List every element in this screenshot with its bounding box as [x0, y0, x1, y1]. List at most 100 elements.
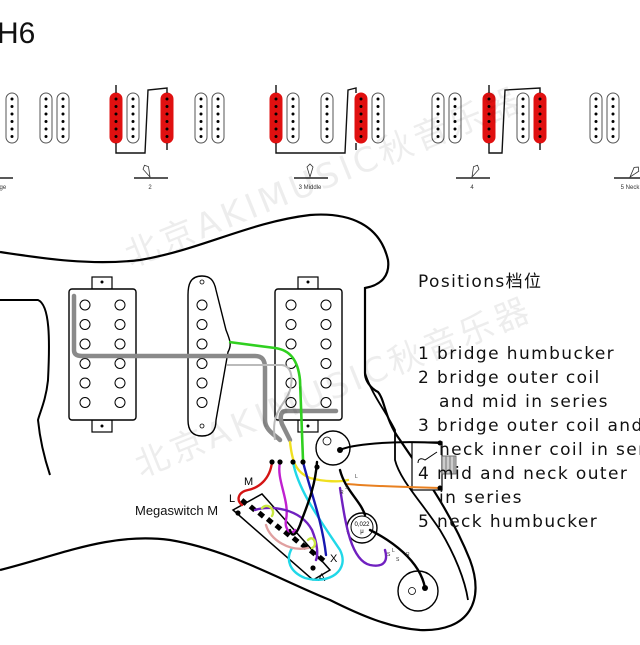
coil-pole: [325, 127, 329, 131]
coil-pole: [114, 127, 118, 131]
coil-pole: [165, 105, 169, 108]
coil-pole: [436, 105, 440, 108]
coil-pole: [376, 112, 380, 116]
coil-pole: [131, 105, 135, 108]
coil-pole: [291, 120, 295, 123]
position-label: 4: [470, 185, 474, 191]
legend-line: 5 neck humbucker: [418, 512, 599, 532]
wire-black-ground: [288, 460, 319, 536]
body-outline: [0, 213, 477, 632]
switch-terminal-m: M: [244, 476, 253, 488]
coil-pole: [359, 127, 363, 131]
coil-pole: [291, 135, 295, 138]
legend-line: 3 bridge outer coil and: [418, 416, 640, 436]
coil-pole: [10, 135, 14, 138]
neck-outer-coil: [56, 92, 70, 144]
legend-heading: Positions档位: [418, 272, 543, 292]
pole-piece: [285, 397, 297, 408]
coil-pole: [216, 112, 220, 116]
switch-lug: [257, 510, 266, 519]
coil-pole: [487, 112, 491, 116]
pole-piece: [114, 338, 126, 350]
bridge-inner-coil: [448, 92, 462, 144]
pole-piece: [196, 299, 208, 311]
wire-blue: [301, 460, 328, 557]
coil-pole: [274, 105, 278, 108]
vol-lug-l: L: [355, 474, 358, 480]
coil-pole: [199, 127, 203, 131]
bridge-outer-coil: [431, 92, 445, 144]
coil-pole: [10, 127, 14, 131]
coil-pole: [538, 112, 542, 116]
coil-pole: [114, 135, 118, 138]
megaswitch-label: Megaswitch M: [135, 503, 219, 518]
coil-pole: [376, 97, 380, 101]
coil-pole: [114, 112, 118, 116]
legend-line: and mid in series: [439, 392, 609, 412]
bridge-outer-coil: [589, 92, 603, 144]
pole-piece: [196, 358, 208, 369]
coil-pole: [594, 97, 598, 101]
coil-pole: [487, 135, 491, 138]
coil-pole: [436, 127, 440, 131]
coil-pole: [61, 97, 65, 101]
switch-lug: [265, 517, 274, 525]
coil-pole: [274, 112, 278, 116]
coil-pole: [594, 135, 598, 138]
neck-inner-coil: [354, 92, 368, 144]
coil-pole: [61, 135, 65, 138]
coil-pole: [453, 105, 457, 108]
pole-piece: [79, 299, 91, 311]
selector-lever-icon: [306, 163, 314, 179]
coil-pole: [131, 112, 135, 116]
hot-wire-orange: [346, 483, 441, 489]
coil-pole: [436, 97, 440, 101]
pole-piece: [114, 319, 126, 330]
coil-pole: [44, 120, 48, 123]
coil-pole: [359, 97, 363, 101]
position-4-diagram: 4: [431, 92, 547, 191]
coil-pole: [274, 127, 278, 131]
tone-lug-l: L: [392, 548, 395, 554]
bridge-inner-coil: [126, 92, 140, 144]
neck-outer-coil: [371, 92, 385, 144]
coil-pole: [291, 112, 295, 116]
tone2-lug-r: R: [406, 552, 410, 558]
position-5-diagram: 5 Neck: [589, 92, 640, 191]
coil-pole: [165, 127, 169, 131]
coil-pole: [611, 135, 615, 138]
coil-pole: [131, 127, 135, 131]
page-title: H6: [0, 17, 36, 50]
position-label: 5 Neck: [621, 185, 640, 191]
series-wire: [488, 85, 541, 154]
coil-pole: [611, 97, 615, 101]
position-label: 3 Middle: [299, 185, 322, 191]
solder-points: [235, 447, 428, 591]
coil-pole: [44, 135, 48, 138]
coil-pole: [376, 135, 380, 138]
pole-piece: [320, 397, 332, 408]
coil-pole: [453, 135, 457, 138]
coil-pole: [131, 120, 135, 123]
pickguard-edge: [364, 288, 469, 601]
coil-pole: [359, 135, 363, 138]
coil-pole: [594, 105, 598, 108]
pole-piece: [285, 338, 297, 350]
pole-piece: [196, 377, 208, 389]
wire-red: [237, 460, 274, 507]
pole-piece: [196, 319, 208, 330]
pole-piece: [79, 397, 91, 408]
legend-line: 4 mid and neck outer: [418, 464, 629, 484]
coil-pole: [594, 120, 598, 123]
position-2-diagram: 2: [109, 92, 225, 191]
coil-pole: [376, 120, 380, 123]
coil-pole: [61, 127, 65, 131]
coil-pole: [131, 97, 135, 101]
coil-pole: [61, 120, 65, 123]
switch-lug: [240, 498, 248, 506]
selector-lever-icon: [471, 164, 480, 179]
coil-pole: [291, 97, 295, 101]
pole-piece: [114, 377, 126, 389]
wire-black-pots: [338, 468, 427, 590]
